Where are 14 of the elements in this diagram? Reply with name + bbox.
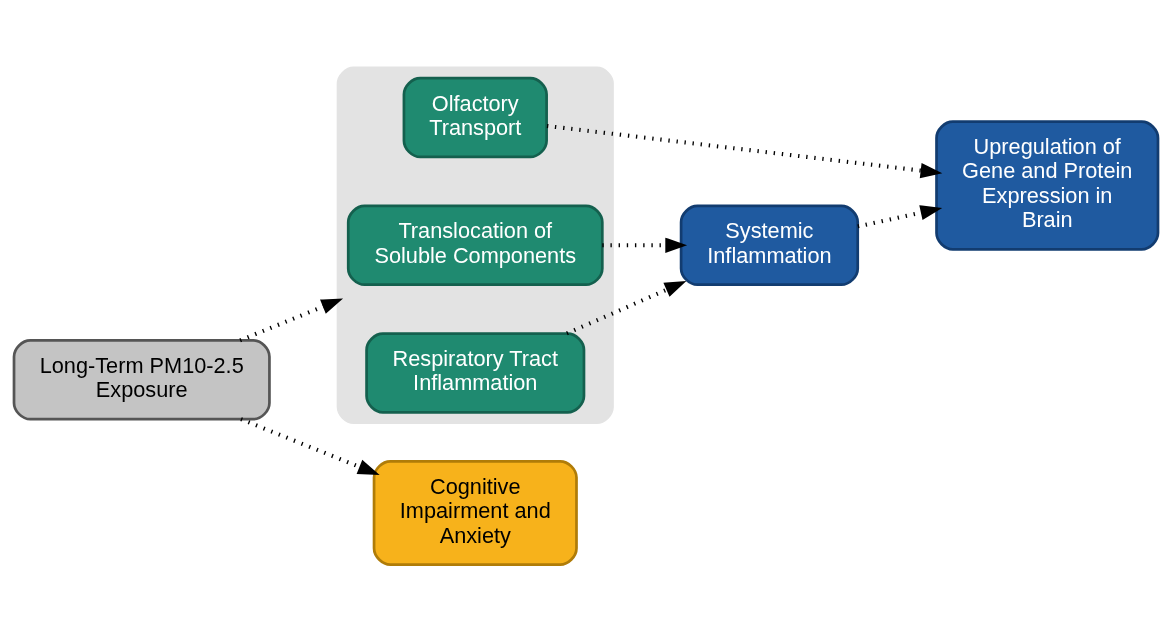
arrow [857, 205, 943, 229]
arrow [602, 237, 688, 253]
node-box: Translocation of Soluble Components [346, 204, 604, 287]
arrow [546, 123, 943, 179]
arrow [240, 417, 380, 475]
node-box: Cognitive Impairment and Anxiety [372, 459, 578, 566]
cluster [336, 66, 614, 424]
node-box: Systemic Inflammation [679, 204, 860, 287]
arrow [566, 281, 687, 336]
node-box: Upregulation of Gene and Protein Expression in Brain [935, 120, 1160, 251]
node-box: Long-Term PM10-2.5 Exposure [12, 339, 271, 421]
node-box: Respiratory Tract Inflammation [365, 332, 586, 414]
arrow [239, 298, 344, 343]
node-box: Olfactory Transport [402, 76, 548, 159]
